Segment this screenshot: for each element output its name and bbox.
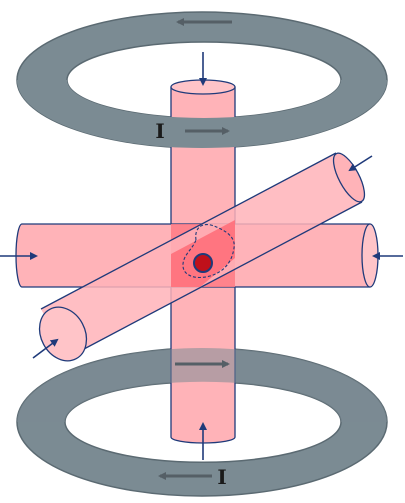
beam-arrow-upper-right — [348, 155, 373, 172]
top-coil-ring-front — [17, 80, 387, 148]
trap-region-outline — [182, 223, 235, 279]
bottom-current-label: I — [217, 465, 226, 489]
top-current-label: I — [155, 119, 164, 143]
trapped-atom-cloud — [193, 253, 213, 273]
bottom-coil-ring-front — [17, 348, 387, 422]
beam-arrow-lower-left — [32, 338, 59, 359]
